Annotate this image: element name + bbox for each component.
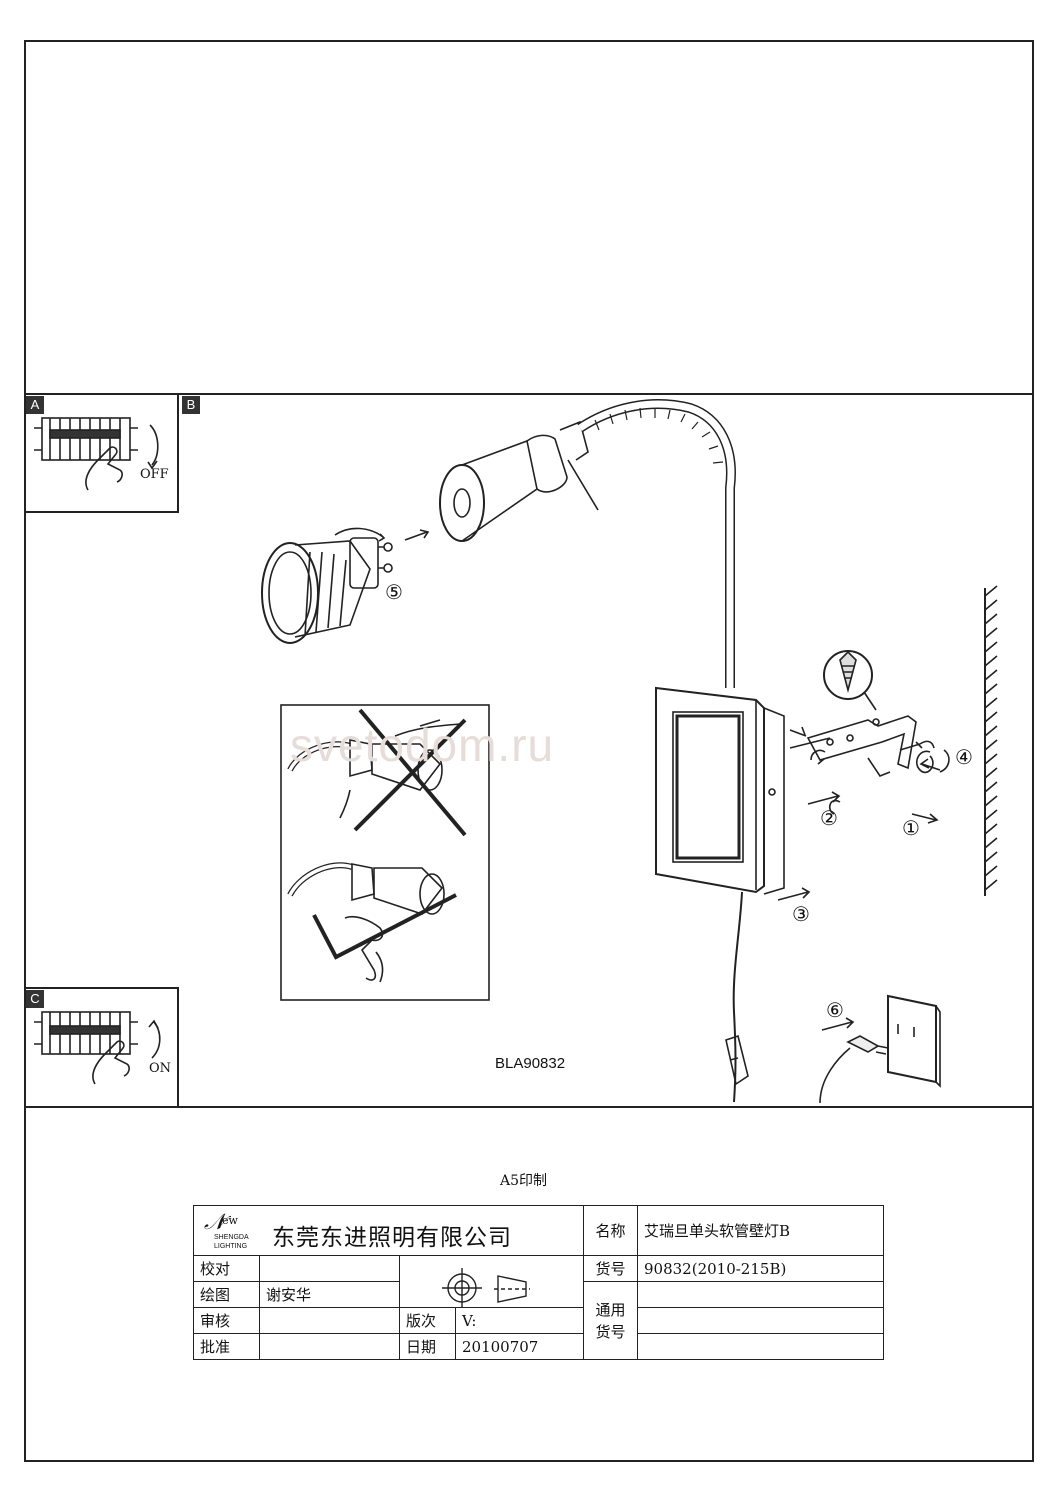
arrow-2: [807, 791, 841, 805]
arrow-6: [821, 1017, 855, 1031]
version-label: 版次: [399, 1307, 456, 1334]
name-value: 艾瑞旦单头软管壁灯B: [637, 1205, 884, 1256]
hot-lamp-dont-touch: [287, 708, 467, 837]
general-label: 通用货号: [583, 1281, 638, 1360]
item-no-value: 90832(2010-215B): [637, 1255, 884, 1282]
bulb-arrow: [404, 531, 428, 541]
check-label: 校对: [193, 1255, 260, 1282]
step-4-label: ④: [955, 745, 973, 769]
panel-c-label: C: [26, 990, 44, 1008]
gooseneck: [577, 399, 736, 688]
review-value: [259, 1307, 400, 1334]
company-cell: 𝒩 ew SHENGDA LIGHTING 东莞东进照明有限公司: [193, 1205, 584, 1256]
check-value: [259, 1255, 400, 1282]
warning-box: [280, 704, 490, 1001]
approve-value: [259, 1333, 400, 1360]
step-3-label: ③: [792, 902, 810, 926]
power-cable: [732, 891, 743, 1103]
general-value-1: [637, 1281, 884, 1308]
model-code: BLA90832: [495, 1055, 566, 1072]
wall-plate: [655, 686, 785, 895]
divider-top: [24, 393, 1034, 395]
breaker-switch-on-icon: [34, 1011, 161, 1085]
drawing-label: 绘图: [193, 1281, 260, 1308]
panel-c: [24, 987, 179, 1107]
arrow-3: [777, 887, 811, 901]
approve-label: 批准: [193, 1333, 260, 1360]
item-no-label: 货号: [583, 1255, 638, 1282]
wall-socket: [887, 994, 941, 1088]
off-label: OFF: [140, 467, 169, 482]
cold-lamp-ok-touch: [287, 862, 457, 983]
arrow-4: [919, 758, 941, 771]
logo-mark: 𝒩: [204, 1210, 226, 1235]
version-value: V:: [455, 1307, 584, 1334]
inline-switch: [725, 1034, 749, 1086]
plug: [819, 1035, 889, 1104]
logo-text: ew: [222, 1214, 238, 1227]
panel-a-label: A: [26, 396, 44, 414]
logo-sub2: LIGHTING: [214, 1243, 248, 1250]
step-5-label: ⑤: [385, 580, 403, 604]
general-value-2: [637, 1307, 884, 1334]
divider-bottom: [24, 1106, 1034, 1108]
wall-plug-detail: [823, 650, 880, 726]
company-name: 东莞东进照明有限公司: [272, 1225, 512, 1251]
step-1-label: ①: [902, 816, 920, 840]
step-6-label: ⑥: [826, 998, 844, 1022]
panel-a: [24, 393, 179, 513]
date-label: 日期: [399, 1333, 456, 1360]
arrow-1: [911, 813, 939, 824]
step-2-label: ②: [820, 806, 838, 830]
breaker-switch-off-icon: [34, 417, 159, 491]
symbol-cell: [399, 1255, 584, 1308]
page-frame: [24, 40, 1034, 1462]
lamp-head: [439, 420, 599, 542]
wall-hatch: [984, 585, 998, 896]
on-label: ON: [149, 1061, 172, 1076]
date-value: 20100707: [455, 1333, 584, 1360]
watermark: svetodom.ru: [290, 719, 555, 771]
name-label: 名称: [583, 1205, 638, 1256]
drawing-value: 谢安华: [259, 1281, 400, 1308]
gu10-bulb: [261, 527, 393, 644]
general-value-3: [637, 1333, 884, 1360]
print-note: A5印制: [500, 1173, 548, 1189]
mounting-bracket: [789, 715, 935, 777]
logo-sub1: SHENGDA: [214, 1234, 249, 1241]
panel-b-label: B: [182, 396, 200, 414]
review-label: 审核: [193, 1307, 260, 1334]
title-block: 𝒩 ew SHENGDA LIGHTING 东莞东进照明有限公司 名称 艾瑞旦单…: [193, 1205, 884, 1360]
